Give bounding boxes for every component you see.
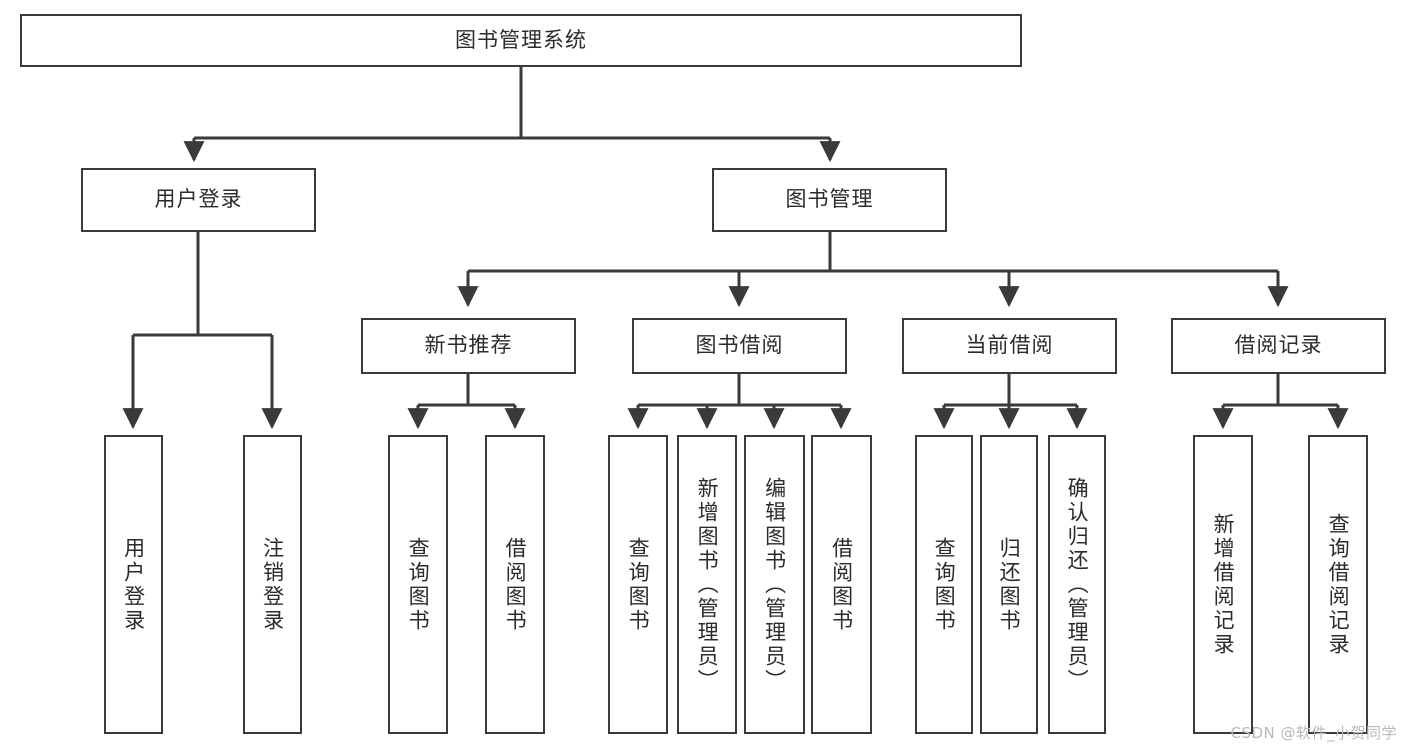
node-root-label: 图书管理系统 xyxy=(455,27,587,52)
node-root-system[interactable]: 图书管理系统 xyxy=(20,14,1022,67)
leaf-query-borrow-record[interactable]: 查询借阅记录 xyxy=(1308,435,1368,734)
leaf-query-borrow-record-label: 查询借阅记录 xyxy=(1326,512,1351,657)
leaf-borrow-book-label: 借阅图书 xyxy=(829,536,854,633)
leaf-confirm-return-admin-label: 确认归还（管理员） xyxy=(1065,476,1090,693)
node-current-borrow[interactable]: 当前借阅 xyxy=(902,318,1117,374)
leaf-query-book-current[interactable]: 查询图书 xyxy=(915,435,973,734)
leaf-add-book-admin[interactable]: 新增图书（管理员） xyxy=(677,435,737,734)
leaf-add-borrow-record-label: 新增借阅记录 xyxy=(1211,512,1236,657)
leaf-logout[interactable]: 注销登录 xyxy=(243,435,302,734)
leaf-logout-label: 注销登录 xyxy=(260,536,285,633)
leaf-return-book-label: 归还图书 xyxy=(997,536,1022,633)
node-book-borrow[interactable]: 图书借阅 xyxy=(632,318,847,374)
leaf-edit-book-admin-label: 编辑图书（管理员） xyxy=(762,476,787,693)
leaf-query-book-newbook[interactable]: 查询图书 xyxy=(388,435,448,734)
node-new-book-recommendation[interactable]: 新书推荐 xyxy=(361,318,576,374)
node-book-management[interactable]: 图书管理 xyxy=(712,168,947,232)
node-book-borrow-label: 图书借阅 xyxy=(695,333,784,358)
leaf-borrow-book[interactable]: 借阅图书 xyxy=(811,435,872,734)
leaf-add-book-admin-label: 新增图书（管理员） xyxy=(695,476,720,693)
leaf-add-borrow-record[interactable]: 新增借阅记录 xyxy=(1193,435,1253,734)
leaf-borrow-book-newbook[interactable]: 借阅图书 xyxy=(485,435,545,734)
node-borrow-records[interactable]: 借阅记录 xyxy=(1171,318,1386,374)
leaf-query-book-current-label: 查询图书 xyxy=(932,536,957,633)
node-new-book-recommendation-label: 新书推荐 xyxy=(424,333,513,358)
leaf-user-login-label: 用户登录 xyxy=(121,536,146,633)
leaf-return-book[interactable]: 归还图书 xyxy=(980,435,1038,734)
leaf-query-book-borrow[interactable]: 查询图书 xyxy=(608,435,668,734)
leaf-user-login[interactable]: 用户登录 xyxy=(104,435,163,734)
leaf-query-book-borrow-label: 查询图书 xyxy=(626,536,651,633)
node-user-login[interactable]: 用户登录 xyxy=(81,168,316,232)
leaf-borrow-book-newbook-label: 借阅图书 xyxy=(503,536,528,633)
node-current-borrow-label: 当前借阅 xyxy=(965,333,1054,358)
leaf-query-book-newbook-label: 查询图书 xyxy=(406,536,431,633)
node-borrow-records-label: 借阅记录 xyxy=(1234,333,1323,358)
node-book-management-label: 图书管理 xyxy=(785,187,874,212)
leaf-edit-book-admin[interactable]: 编辑图书（管理员） xyxy=(744,435,805,734)
csdn-watermark: CSDN @软件_小贺同学 xyxy=(1230,724,1397,742)
node-user-login-label: 用户登录 xyxy=(154,187,243,212)
leaf-confirm-return-admin[interactable]: 确认归还（管理员） xyxy=(1048,435,1106,734)
